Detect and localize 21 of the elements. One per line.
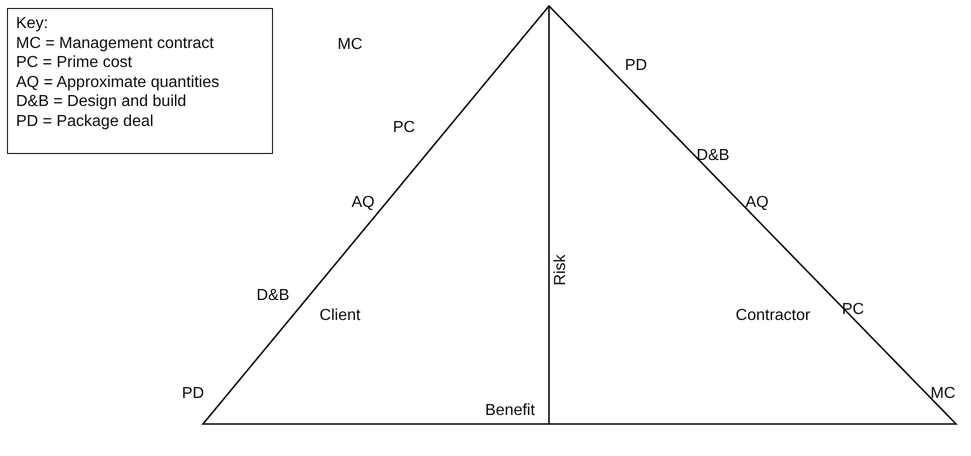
abbreviation-label: PD (182, 385, 204, 403)
abbreviation-label: MC (338, 36, 362, 54)
abbreviation-label: AQ (745, 194, 769, 212)
axis-label: Risk (552, 254, 570, 286)
abbreviation-label: PD (624, 57, 648, 75)
abbreviation-label: D&B (256, 287, 290, 305)
key-entry: PD = Package deal (16, 112, 154, 131)
abbreviation-label: PC (842, 301, 864, 319)
axis-label: Benefit (485, 402, 535, 420)
key-entry: D&B = Design and build (16, 92, 188, 112)
key-entry: MC = Management contract (16, 34, 215, 53)
abbreviation-label: PC (392, 119, 416, 137)
abbreviation-label: AQ (351, 194, 375, 212)
key-heading: Key: (16, 14, 50, 34)
party-label: Client (320, 307, 360, 325)
abbreviation-label: D&B (696, 147, 730, 165)
key-entry: AQ = Approximate quantities (16, 72, 220, 92)
party-label: Contractor (736, 307, 810, 325)
key-entry: PC = Prime cost (16, 53, 134, 72)
key-box (7, 8, 273, 154)
abbreviation-label: MC (930, 385, 956, 403)
